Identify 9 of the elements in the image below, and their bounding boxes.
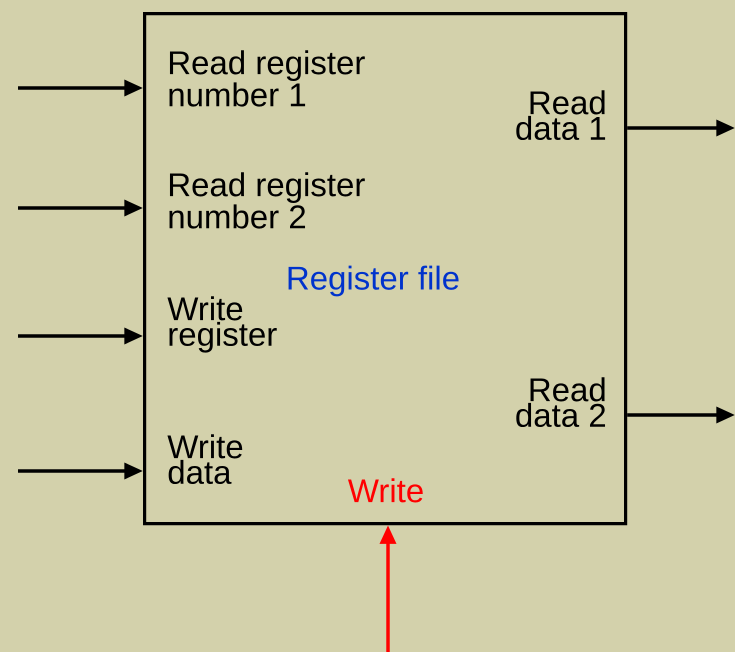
port-label: Read data 2 bbox=[516, 377, 606, 428]
box-title: Register file bbox=[288, 266, 459, 296]
port-label: Read data 1 bbox=[516, 90, 606, 140]
port-label: Read register number 2 bbox=[169, 172, 365, 229]
port-label: Write data bbox=[167, 434, 242, 484]
port-label: Read register number 1 bbox=[169, 50, 365, 107]
register-file-box bbox=[143, 12, 628, 526]
port-label: Write register bbox=[167, 296, 277, 353]
port-label: Write bbox=[348, 478, 423, 502]
